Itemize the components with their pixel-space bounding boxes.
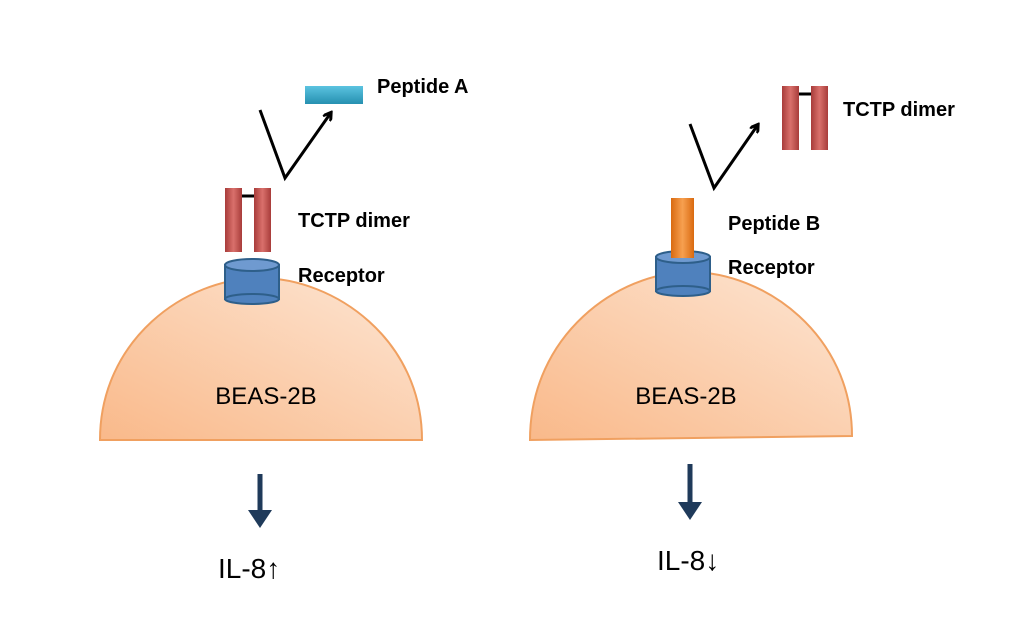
right-cell-label: BEAS-2B [635,383,736,410]
left-release-arrow [258,109,330,182]
left-panel: BEAS-2B Receptor TCTP dimer Peptide A IL… [98,76,469,584]
left-receptor [224,258,280,305]
right-output-label: IL-8↓ [657,545,719,576]
left-cell-label: BEAS-2B [215,383,316,410]
right-panel: BEAS-2B Receptor Peptide B TCTP dimer IL… [528,86,955,576]
right-receptor-label: Receptor [728,257,815,279]
right-peptide-b-label: Peptide B [728,213,820,235]
left-receptor-label: Receptor [298,265,385,287]
left-tctp-dimer [225,188,271,252]
right-tctp-label: TCTP dimer [843,99,955,121]
right-down-arrow [678,464,702,520]
left-peptide-a-label: Peptide A [377,76,469,98]
left-output-label: IL-8↑ [218,553,280,584]
left-down-arrow [248,474,272,528]
left-peptide-a [305,86,363,104]
left-tctp-label: TCTP dimer [298,210,410,232]
right-cell-body [528,270,854,442]
right-tctp-dimer [782,86,828,150]
right-release-arrow [688,124,757,192]
right-peptide-b [671,198,694,258]
